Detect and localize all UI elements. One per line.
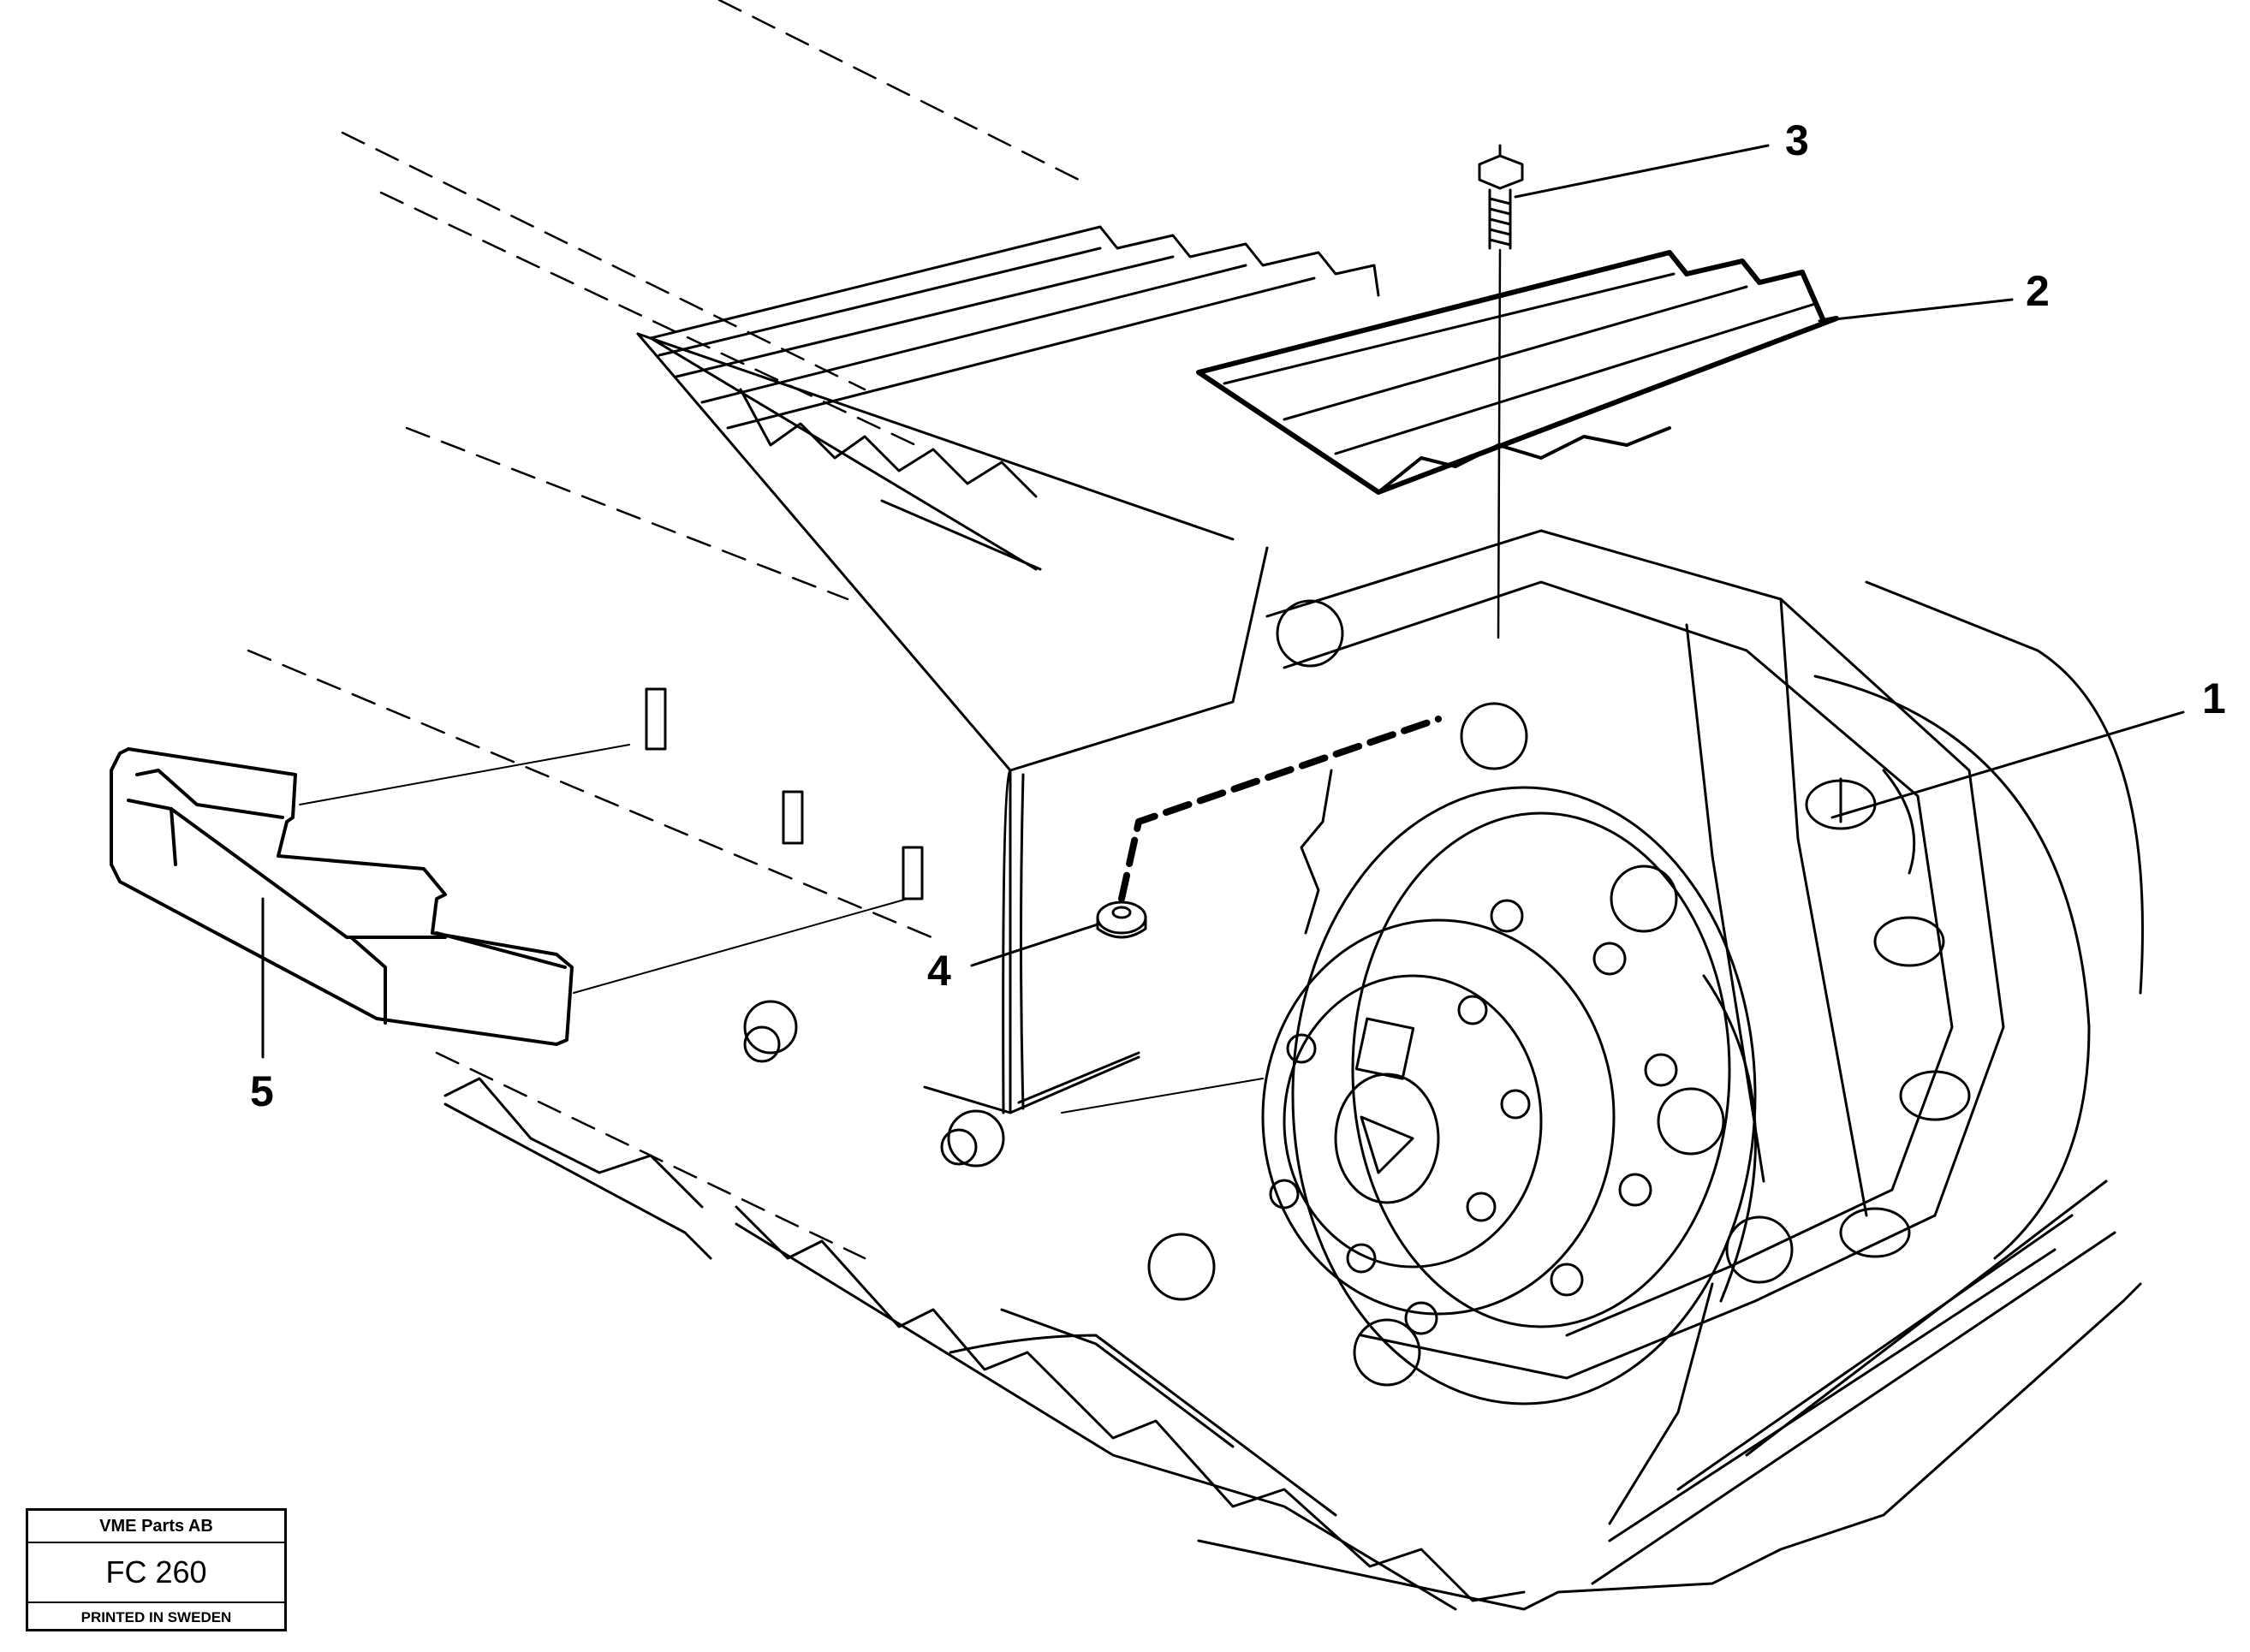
guard-item-5: [110, 747, 574, 1046]
track-shoe-item-2: [1196, 250, 1839, 495]
bolt-item-3: [1478, 144, 1524, 639]
projection-lines: [247, 0, 1089, 1260]
nut-item-4: [1096, 716, 1442, 939]
callout-4: 4: [927, 947, 951, 995]
track-chain-item-1: [743, 529, 2144, 1387]
leader-lines: [261, 144, 2185, 1114]
callout-1: 1: [2202, 674, 2226, 722]
title-block-code: FC 260: [28, 1543, 284, 1603]
title-block-printed: PRINTED IN SWEDEN: [80, 1609, 232, 1625]
title-block: VME Parts AB FC 260 PRINTED IN SWEDEN: [26, 1508, 287, 1631]
lower-track-shoes: [443, 1025, 2142, 1611]
drive-motor: [1261, 769, 1757, 1405]
title-block-company: VME Parts AB: [28, 1511, 284, 1543]
track-frame: [636, 332, 1269, 1114]
callout-5: 5: [250, 1067, 274, 1115]
callout-3: 3: [1785, 116, 1809, 164]
upper-track-shoes: [649, 225, 1380, 571]
callout-2: 2: [2026, 267, 2050, 315]
